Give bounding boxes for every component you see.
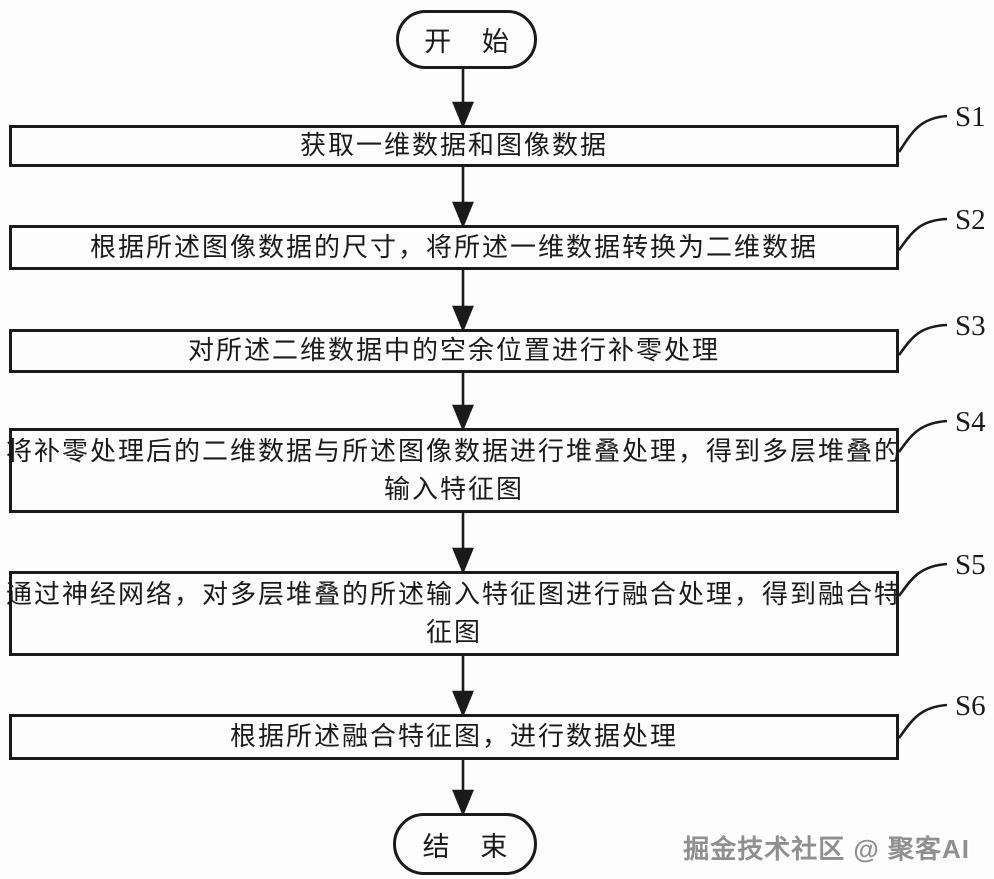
step-box-s4: 将补零处理后的二维数据与所述图像数据进行堆叠处理，得到多层堆叠的 输入特征图 [6,428,903,513]
leader-s5 [897,562,948,597]
step-box-s5: 通过神经网络，对多层堆叠的所述输入特征图进行融合处理，得到融合特 征图 [6,571,903,656]
start-node: 开 始 [396,10,537,69]
step-label-s1: S1 [955,100,986,133]
step-label-s4: S4 [955,405,986,438]
watermark-text: 掘金技术社区 @ 聚客AI [683,834,970,864]
leader-s3 [897,323,948,356]
leader-s4 [897,419,948,453]
step-box-s3: 对所述二维数据中的空余位置进行补零处理 [9,329,899,373]
end-node-label: 结 束 [422,831,520,862]
arrow-s4-to-s5 [452,513,474,575]
arrow-s3-to-s4 [452,373,474,432]
arrow-s5-to-s6 [452,656,474,718]
step-text: 根据所述图像数据的尺寸，将所述一维数据转换为二维数据 [89,232,818,262]
step-text: 输入特征图 [383,474,524,504]
arrow-start-to-s1 [452,68,474,129]
arrow-s1-to-s2 [452,167,474,229]
leader-s2 [897,217,948,251]
leader-s1 [897,114,948,153]
step-text: 对所述二维数据中的空余位置进行补零处理 [187,336,720,365]
step-text: 征图 [425,617,482,647]
step-label-s5: S5 [955,548,986,581]
step-text: 通过神经网络，对多层堆叠的所述输入特征图进行融合处理，得到融合特 [6,579,903,609]
leader-s6 [897,703,948,739]
step-box-s6: 根据所述融合特征图，进行数据处理 [9,714,899,760]
step-box-s2: 根据所述图像数据的尺寸，将所述一维数据转换为二维数据 [9,225,899,270]
step-label-s3: S3 [955,309,986,342]
arrow-s2-to-s3 [452,270,474,333]
start-node-label: 开 始 [424,27,521,57]
step-text: 根据所述融合特征图，进行数据处理 [229,722,678,751]
step-label-s2: S2 [955,203,986,236]
step-text: 将补零处理后的二维数据与所述图像数据进行堆叠处理，得到多层堆叠的 [6,436,903,466]
end-node: 结 束 [393,813,537,875]
step-box-s1: 获取一维数据和图像数据 [9,125,899,167]
step-text: 获取一维数据和图像数据 [299,131,608,160]
arrow-s6-to-end [452,760,474,817]
step-label-s6: S6 [955,689,986,722]
